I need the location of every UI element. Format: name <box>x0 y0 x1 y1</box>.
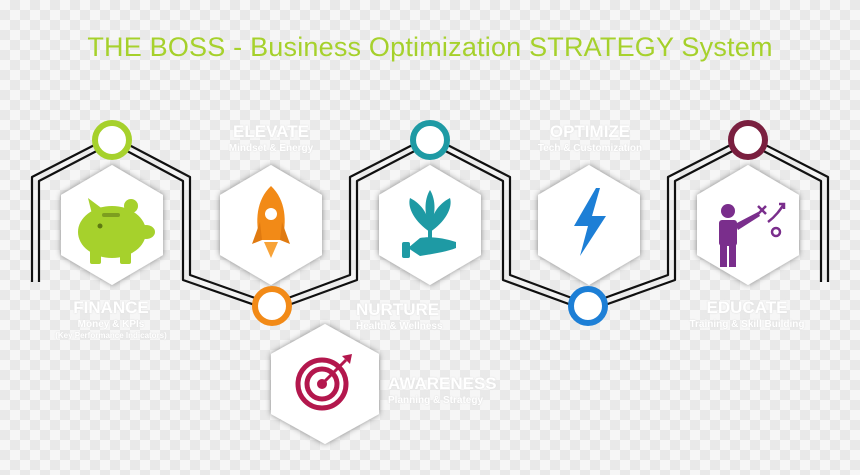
label-educate: EDUCATE Training & Skill Building <box>664 298 830 331</box>
finance-note: (Key Performance Indicators) <box>55 331 167 340</box>
nurture-subtitle: Health & Wellness <box>356 321 443 332</box>
label-awareness: AWARENESS Planning & Strategy <box>388 374 528 407</box>
teacher-icon <box>719 202 786 267</box>
awareness-subtitle: Planning & Strategy <box>388 395 484 406</box>
hexagon-educate <box>697 165 799 285</box>
nurture-name: NURTURE <box>356 300 440 319</box>
diagram-title: THE BOSS - Business Optimization STRATEG… <box>87 32 773 62</box>
rocket-icon <box>252 186 290 258</box>
educate-subtitle: Training & Skill Building <box>689 319 805 330</box>
label-elevate: ELEVATE Mindset & Energy <box>196 122 346 155</box>
ring-optimize <box>568 286 608 326</box>
label-nurture: NURTURE Health & Wellness <box>356 300 496 333</box>
piggy-bank-icon <box>78 198 155 264</box>
label-optimize: OPTIMIZE Tech & Customization <box>512 122 668 155</box>
ring-finance <box>92 120 132 160</box>
target-icon <box>295 354 352 411</box>
finance-subtitle: Money & KPIs <box>77 319 145 330</box>
ring-nurture <box>410 120 450 160</box>
elevate-subtitle: Mindset & Energy <box>228 143 314 154</box>
label-finance: FINANCE Money & KPIs (Key Performance In… <box>26 298 196 341</box>
connector-rings <box>92 120 768 326</box>
hand-plant-icon <box>402 190 456 258</box>
elevate-name: ELEVATE <box>233 122 309 141</box>
optimize-subtitle: Tech & Customization <box>537 143 643 154</box>
lightning-bolt-icon <box>574 188 606 256</box>
optimize-name: OPTIMIZE <box>549 122 631 141</box>
educate-name: EDUCATE <box>706 298 788 317</box>
ring-elevate <box>252 286 292 326</box>
awareness-name: AWARENESS <box>388 374 497 393</box>
finance-name: FINANCE <box>73 298 149 317</box>
ring-educate <box>728 120 768 160</box>
